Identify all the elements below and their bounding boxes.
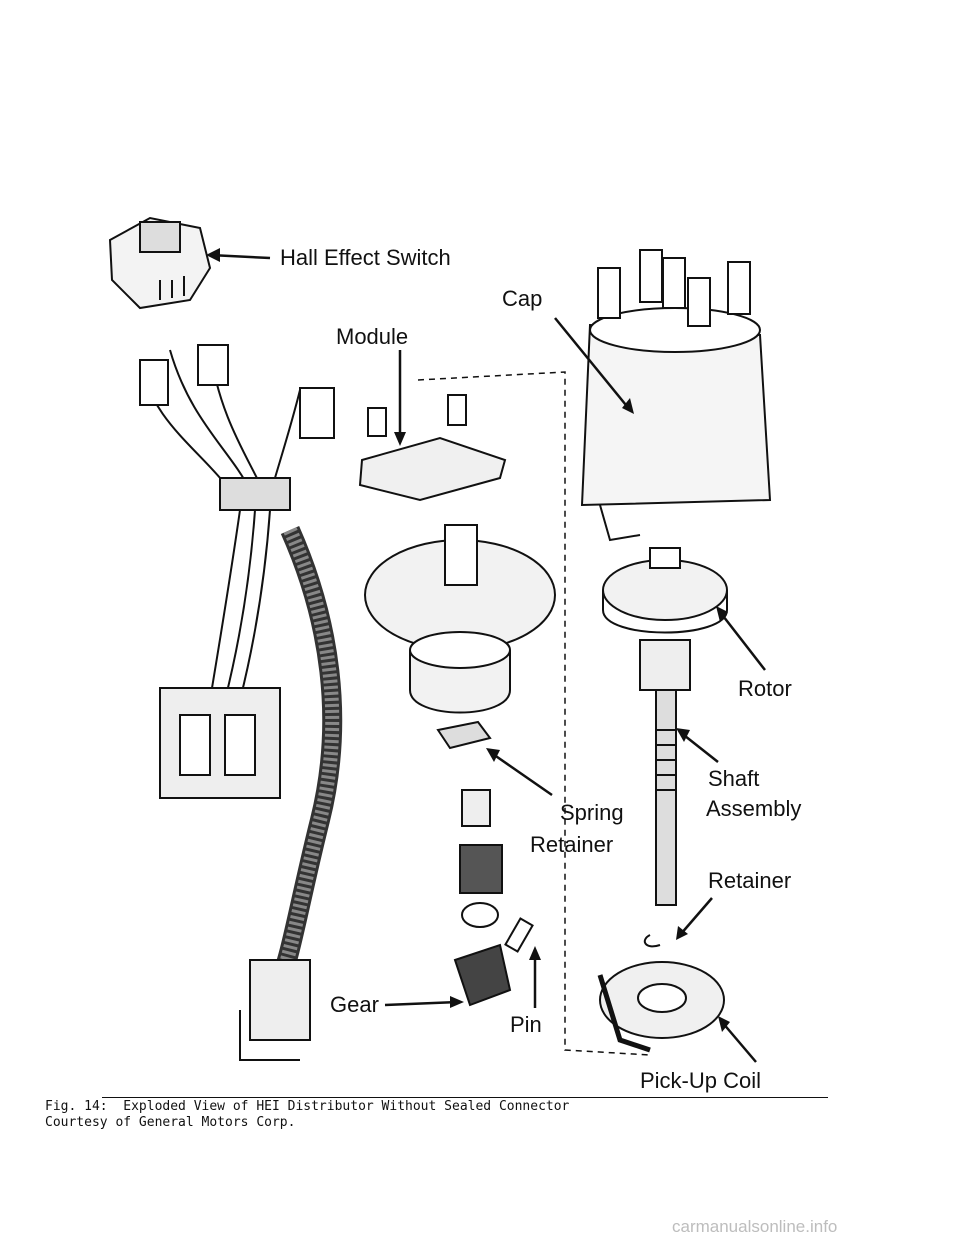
- pickup-coil-part: [597, 934, 725, 1053]
- label-spring: Spring: [560, 800, 624, 825]
- distributor-housing-part: [364, 524, 556, 1007]
- label-assembly: Assembly: [706, 796, 801, 821]
- rotor-arrow: [719, 611, 766, 671]
- label-cap: Cap: [502, 286, 542, 311]
- cap-arrow: [554, 317, 631, 411]
- label-hall-effect-switch: Hall Effect Switch: [280, 245, 451, 270]
- assembly-dashed-outline: [417, 371, 651, 1056]
- label-arrows: [209, 253, 766, 1063]
- caption-rule: [102, 1097, 828, 1098]
- label-pickup-coil: Pick-Up Coil: [640, 1068, 761, 1093]
- label-shaft: Shaft: [708, 766, 759, 791]
- retainer-arrow: [679, 897, 713, 936]
- gear-arrow: [384, 1000, 459, 1007]
- caption-line-1: Fig. 14: Exploded View of HEI Distributo…: [45, 1099, 570, 1114]
- shaft-assembly-part: [639, 639, 691, 906]
- watermark: carmanualsonline.info: [672, 1217, 838, 1236]
- label-retainer-left: Retainer: [530, 832, 613, 857]
- caption-line-2: Courtesy of General Motors Corp.: [45, 1115, 296, 1130]
- label-rotor: Rotor: [738, 676, 792, 701]
- figure-caption: Fig. 14: Exploded View of HEI Distributo…: [45, 1099, 569, 1131]
- label-retainer-right: Retainer: [708, 868, 791, 893]
- pickup-coil-arrow: [721, 1021, 757, 1063]
- label-pin: Pin: [510, 1012, 542, 1037]
- rotor-part: [602, 547, 728, 634]
- hall-effect-switch-part: [108, 216, 212, 310]
- label-module: Module: [336, 324, 408, 349]
- distributor-cap-part: [580, 249, 772, 542]
- wiring-harness-part: [139, 344, 343, 1061]
- spring-retainer-arrow: [489, 750, 553, 797]
- label-gear: Gear: [330, 992, 379, 1017]
- module-part: [358, 394, 507, 502]
